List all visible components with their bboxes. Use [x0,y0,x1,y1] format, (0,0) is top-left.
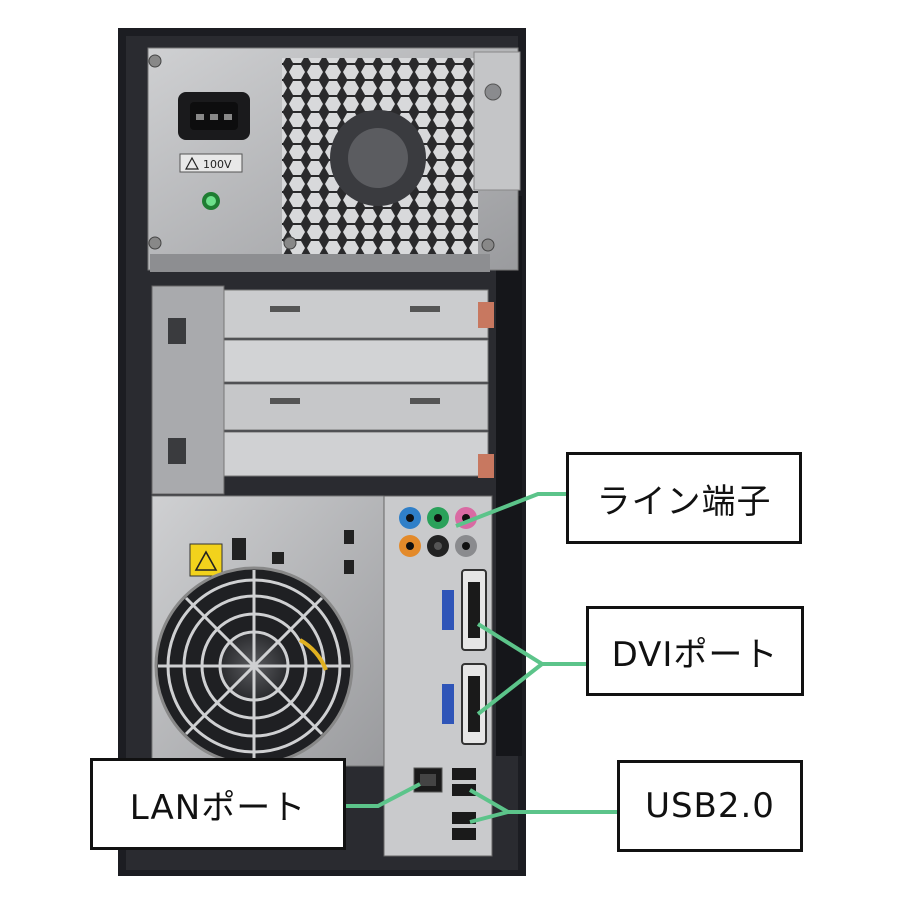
io-shield [383,495,493,857]
usb-port-1[interactable] [452,768,476,780]
usb-port-4[interactable] [452,828,476,840]
callout-lines [346,492,617,824]
line-port-callout: ライン端子 [566,452,802,544]
usb-port-callout: USB2.0 [617,760,803,852]
dvi-port-callout: DVIポート [586,606,804,696]
usb-port-2[interactable] [452,784,476,796]
voltage-label: 100V [179,153,243,173]
expansion-slots [151,285,494,495]
power-supply: 100V [147,47,521,272]
case-fan [154,566,354,766]
dvi-port-label: DVIポート [611,634,779,675]
usb-port-label: USB2.0 [645,786,775,826]
lan-port-callout: LANポート [90,758,346,850]
warning-sticker [189,543,223,577]
svg-text:100V: 100V [203,158,232,171]
lan-port-label: LANポート [129,787,307,828]
line-port-label: ライン端子 [596,481,772,522]
